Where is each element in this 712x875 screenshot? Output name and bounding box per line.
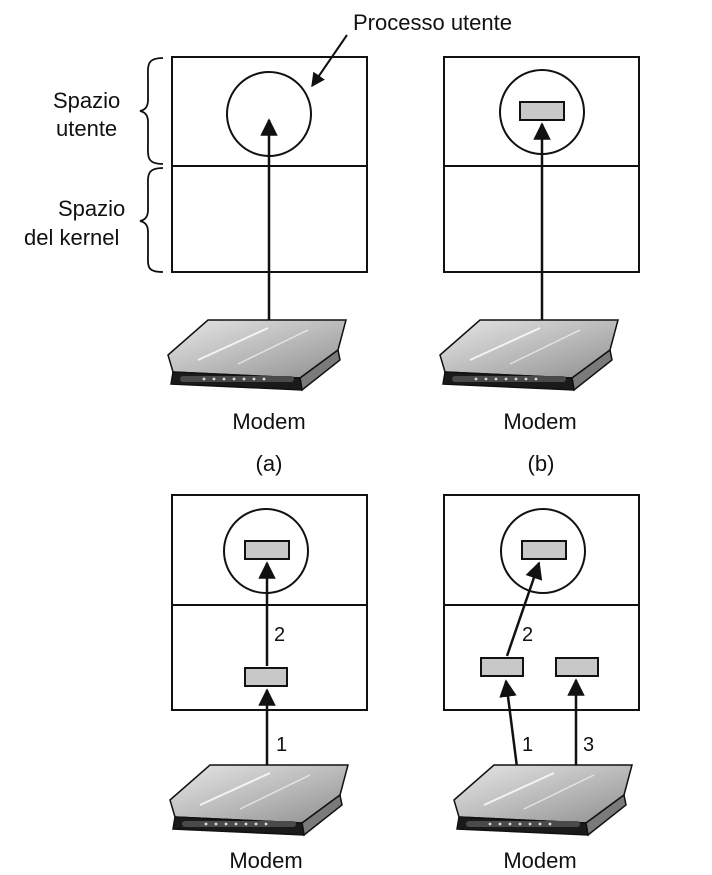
panel-b: Modem (b): [439, 56, 640, 476]
modem-icon: [169, 764, 349, 836]
step-3-label: 3: [583, 734, 594, 756]
kernel-buffer: [244, 667, 288, 687]
user-buffer: [519, 101, 565, 121]
user-buffer: [244, 540, 290, 560]
user-buffer: [521, 540, 567, 560]
user-process: [500, 508, 586, 594]
step-1-label: 1: [276, 734, 287, 756]
step-2-label: 2: [274, 624, 285, 646]
process-callout-arrow: [311, 34, 348, 88]
kernel-space-label-line1: Spazio: [58, 196, 125, 221]
step-2-label: 2: [522, 624, 533, 646]
panel-d: 1 2 3 Modem: [443, 494, 640, 873]
device-label: Modem: [503, 848, 576, 873]
modem-icon: [167, 319, 347, 391]
device-label: Modem: [229, 848, 302, 873]
system-box: [443, 494, 640, 711]
step-1-label: 1: [522, 734, 533, 756]
kernel-space-brace: [139, 167, 164, 273]
panel-caption: (b): [528, 451, 555, 476]
kernel-buffer-2: [555, 657, 599, 677]
panel-c: 1 2 Modem: [169, 494, 368, 873]
step-2-arrow: [505, 561, 543, 657]
kernel-buffer-1: [480, 657, 524, 677]
user-space-brace: [139, 57, 164, 165]
panel-a: Modem (a): [167, 56, 368, 476]
modem-icon: [453, 764, 633, 836]
panel-caption: (a): [256, 451, 283, 476]
user-space-label-line2: utente: [56, 116, 117, 141]
device-label: Modem: [232, 409, 305, 434]
device-label: Modem: [503, 409, 576, 434]
step-1-arrow: [499, 679, 520, 776]
kernel-space-label-line2: del kernel: [24, 225, 119, 250]
modem-icon: [439, 319, 619, 391]
system-box: [171, 494, 368, 711]
user-space-label-line1: Spazio: [53, 88, 120, 113]
process-callout-label: Processo utente: [353, 10, 512, 35]
